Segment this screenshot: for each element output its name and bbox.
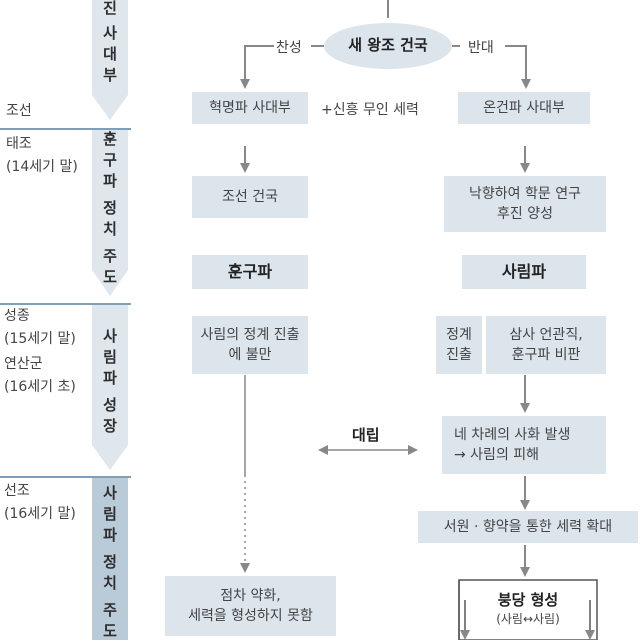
stage-char: 정	[103, 198, 117, 217]
timeline-divider-2	[0, 303, 131, 305]
hungu-decline-box: 점차 약화, 세력을 형성하지 못함	[165, 576, 336, 636]
timeline-block-4	[92, 478, 128, 640]
decline-line-2: 세력을 형성하지 못함	[188, 608, 313, 624]
revolutionary-faction-box: 혁명파 사대부	[192, 92, 308, 124]
faction-formation-sub: (사림↔사림)	[496, 612, 560, 626]
censor-line-2: 훈구파 비판	[511, 347, 581, 363]
stage-char: 훈	[103, 129, 117, 148]
stage-char: 사	[103, 326, 117, 345]
stage-char: 진	[103, 0, 117, 17]
stage-char: 사	[103, 24, 117, 42]
stage-char: 주	[103, 600, 117, 619]
era-taejo-period: (14세기 말)	[6, 159, 78, 175]
timeline-divider-3	[0, 476, 131, 478]
stage-char: 구	[103, 150, 117, 169]
stage-char: 파	[103, 525, 117, 544]
timeline-arrow-2	[92, 130, 128, 296]
joseon-founding-box: 조선 건국	[192, 176, 308, 218]
joseon-founding-text: 조선 건국	[222, 189, 278, 205]
stage-sarim-rule: 사 림 파 정 치 주 도	[90, 484, 130, 640]
scholarship-line-1: 낙향하여 학문 연구	[469, 186, 581, 202]
stage-char: 장	[103, 416, 117, 435]
era-joseon: 조선	[6, 103, 32, 119]
conflict-label: 대립	[352, 426, 380, 444]
timeline-divider-1	[0, 128, 131, 130]
scholarship-box: 낙향하여 학문 연구 후진 양성	[444, 176, 606, 232]
era-seonjo-period: (16세기 말)	[4, 506, 76, 522]
scholarship-line-2: 후진 양성	[497, 206, 553, 222]
era-yeonsangun: 연산군	[4, 356, 43, 372]
stage-hungu-rule: 훈 구 파 정 치 주 도	[90, 130, 130, 286]
faction-formation-label: 붕당 형성	[497, 591, 559, 609]
stage-char: 파	[103, 171, 117, 190]
decline-line-1: 점차 약화,	[220, 588, 281, 604]
new-dynasty-node: 새 왕조 건국	[348, 36, 428, 54]
stage-char: 주	[103, 246, 117, 265]
stage-char: 도	[103, 267, 117, 286]
stage-char: 치	[103, 573, 117, 592]
purges-line-1: 네 차례의 사화 발생	[454, 427, 571, 443]
literati-purges-box: 네 차례의 사화 발생 → 사림의 피해	[442, 416, 606, 474]
seowon-expansion-box: 서원 · 향약을 통한 세력 확대	[418, 511, 638, 543]
purges-line-2: → 사림의 피해	[454, 447, 540, 463]
era-taejo: 태조	[6, 136, 32, 152]
oppose-label: 반대	[468, 40, 494, 56]
stage-char: 파	[103, 368, 117, 387]
hungu-complaint-box: 사림의 정계 진출에 불만	[192, 316, 308, 374]
stage-char: 부	[103, 66, 117, 84]
sarim-faction-box: 사림파	[462, 255, 586, 289]
era-yeonsangun-period: (16세기 초)	[4, 379, 76, 395]
timeline-arrow-3	[92, 304, 128, 470]
timeline-arrow-1	[92, 0, 128, 120]
moderate-faction-box: 온건파 사대부	[458, 92, 590, 124]
stage-sarim-growth: 사 림 파 성 장	[90, 322, 130, 440]
political-entry-box: 정계 진출	[436, 316, 482, 374]
era-seongjong-period: (15세기 말)	[4, 331, 76, 347]
stage-char: 도	[103, 621, 117, 640]
censor-role-box: 삼사 언관직, 훈구파 비판	[486, 316, 606, 374]
stage-char: 정	[103, 552, 117, 571]
era-seonjo: 선조	[4, 483, 30, 499]
stage-char: 림	[103, 504, 117, 523]
approve-label: 찬성	[276, 40, 302, 56]
stage-char: 림	[103, 347, 117, 366]
era-seongjong: 성종	[4, 308, 30, 324]
stage-char: 사	[103, 483, 117, 502]
military-force-label: +신흥 무인 세력	[321, 102, 419, 118]
stage-char: 치	[103, 219, 117, 238]
censor-line-1: 삼사 언관직,	[509, 327, 583, 343]
hungu-faction-box: 훈구파	[192, 255, 308, 289]
stage-char: 성	[103, 395, 117, 414]
stage-sadaebu: 진 사 대 부	[90, 0, 130, 90]
stage-char: 대	[103, 45, 117, 63]
